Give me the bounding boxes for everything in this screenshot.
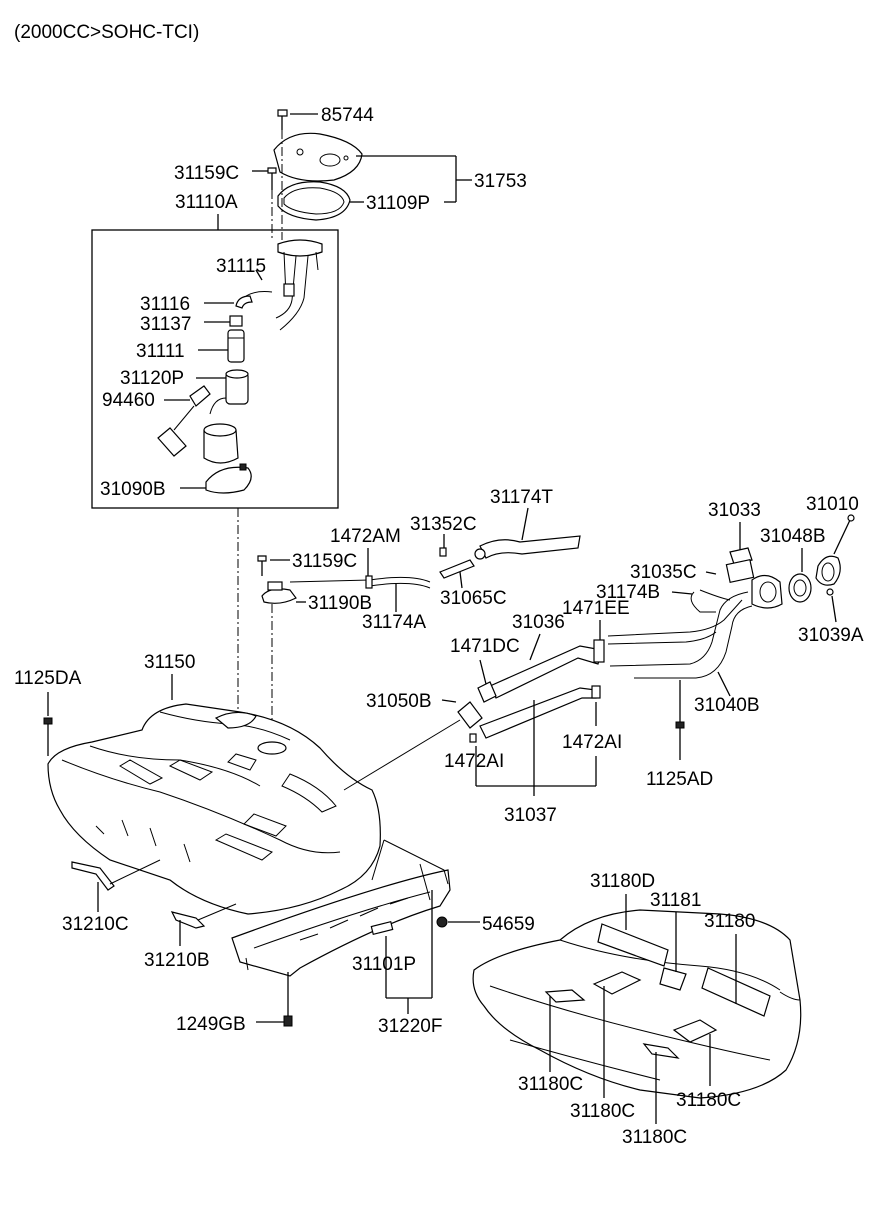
label-31033: 31033: [708, 500, 761, 521]
label-1125AD: 1125AD: [646, 769, 713, 790]
filter-31120P: [196, 369, 249, 405]
label-31210B: 31210B: [144, 950, 210, 971]
label-31109P: 31109P: [366, 193, 430, 214]
label-54659: 54659: [482, 914, 535, 935]
filler-neck-31040B: [607, 558, 783, 697]
label-31035C: 31035C: [630, 562, 697, 583]
label-31159C-top: 31159C: [174, 163, 239, 184]
label-31753: 31753: [474, 171, 527, 192]
bracket-31090B: [180, 463, 252, 494]
heat-shield-31101P: [231, 839, 451, 977]
sender-94460: [157, 385, 211, 457]
label-31180C-c: 31180C: [676, 1090, 741, 1111]
label-31040B: 31040B: [694, 695, 760, 716]
label-31037: 31037: [504, 805, 557, 826]
label-31137: 31137: [140, 314, 191, 335]
valve-31065C: [439, 548, 486, 589]
label-31210C: 31210C: [62, 914, 129, 935]
label-1472AI-left: 1472AI: [444, 751, 504, 772]
pump-module: [245, 239, 323, 331]
label-31180D: 31180D: [590, 871, 655, 892]
bolt-1249GB: [256, 972, 293, 1027]
label-1249GB: 1249GB: [176, 1014, 246, 1035]
grommet-31050B: [457, 701, 483, 729]
label-1125DA: 1125DA: [14, 668, 82, 689]
label-31115: 31115: [216, 256, 266, 277]
hose-31036: [479, 639, 605, 739]
label-31065C: 31065C: [440, 588, 507, 609]
clip-31352C: [439, 534, 447, 557]
label-1471EE: 1471EE: [562, 598, 630, 619]
header-text: (2000CC>SOHC-TCI): [14, 22, 199, 43]
clamp-1471DC: [477, 681, 497, 703]
bracket-31037: [475, 700, 597, 796]
label-31180C-b: 31180C: [570, 1101, 635, 1122]
label-1472AI-right: 1472AI: [562, 732, 622, 753]
label-31352C: 31352C: [410, 514, 477, 535]
label-94460: 94460: [102, 390, 155, 411]
bolt-1125DA: [43, 692, 53, 756]
nut-54659: [436, 916, 480, 928]
label-1472AM: 1472AM: [330, 526, 401, 547]
pump-assembly-box: [91, 229, 339, 509]
strap-31210C: [71, 859, 161, 912]
fuel-cap-31010: [815, 555, 841, 586]
hose-31174T: [479, 507, 581, 559]
label-31110A: 31110A: [175, 192, 238, 213]
bolt-85744: [277, 109, 318, 130]
label-31174B: 31174B: [596, 582, 660, 603]
bracket-31220F: [385, 890, 433, 1014]
tank-pads-view: [472, 909, 802, 1099]
gasket-31109P: [277, 181, 364, 221]
label-31090B: 31090B: [100, 479, 166, 500]
label-31010: 31010: [806, 494, 859, 515]
reservoir: [203, 397, 239, 464]
strap-31210B: [170, 903, 237, 946]
label-31180C-a: 31180C: [518, 1074, 583, 1095]
label-31120P: 31120P: [120, 368, 184, 389]
label-31048B: 31048B: [760, 526, 826, 547]
label-31190B: 31190B: [308, 593, 372, 614]
label-31159C-mid: 31159C: [292, 551, 357, 572]
label-31174A: 31174A: [362, 612, 426, 633]
label-31101P: 31101P: [352, 954, 416, 975]
oring-31137: [204, 315, 243, 327]
gasket-31048B: [788, 573, 812, 603]
label-31150: 31150: [144, 652, 195, 673]
bracket-31190B: [261, 581, 306, 604]
label-31181: 31181: [650, 890, 701, 911]
screw-31159C-top: [252, 167, 277, 190]
label-31180C-d: 31180C: [622, 1127, 687, 1148]
label-1471DC: 1471DC: [450, 636, 520, 657]
label-31111: 31111: [136, 341, 185, 362]
screw-31159C-mid: [257, 555, 290, 576]
label-85744: 85744: [321, 105, 374, 126]
label-31050B: 31050B: [366, 691, 432, 712]
hose-31174A: [289, 575, 431, 612]
label-31174T: 31174T: [490, 487, 553, 508]
label-31039A: 31039A: [798, 625, 864, 646]
sender-plate: [273, 132, 456, 182]
label-31116: 31116: [140, 294, 190, 315]
bolt-1125AD: [675, 680, 685, 760]
label-31036: 31036: [512, 612, 565, 633]
label-31220F: 31220F: [378, 1016, 442, 1037]
tube-31116: [204, 295, 253, 309]
fuel-tank-31150: [47, 703, 461, 915]
label-31180: 31180: [704, 911, 755, 932]
pump-31111: [198, 329, 245, 363]
